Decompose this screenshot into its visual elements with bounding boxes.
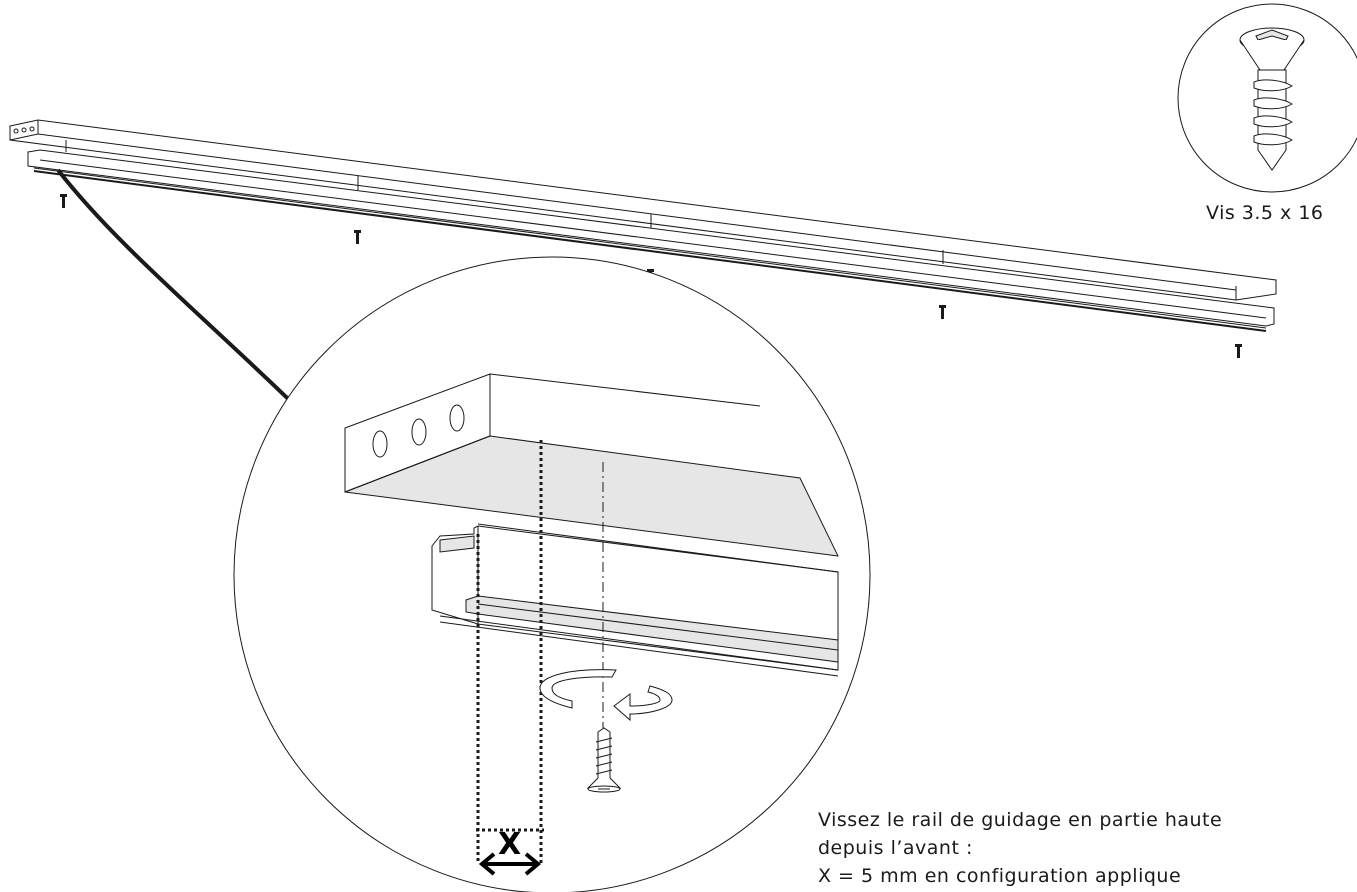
instruction-line: X = 5 mm en configuration applique <box>818 865 1182 887</box>
instruction-text: Vissez le rail de guidage en partie haut… <box>818 806 1222 890</box>
dimension-arrow <box>478 852 542 876</box>
screw-icon <box>586 727 622 793</box>
rail-overview <box>9 119 1277 332</box>
instruction-line: Vissez le rail de guidage en partie haut… <box>818 809 1223 831</box>
dimension-label: X <box>498 827 521 862</box>
rotation-arrow-icon <box>539 669 673 722</box>
callout-leader <box>56 168 324 434</box>
detail-view: X <box>233 256 871 892</box>
instruction-line: depuis l’avant : <box>818 837 973 859</box>
screw-magnifier <box>1177 3 1357 193</box>
screw-spec-label: Vis 3.5 x 16 <box>1206 202 1324 224</box>
